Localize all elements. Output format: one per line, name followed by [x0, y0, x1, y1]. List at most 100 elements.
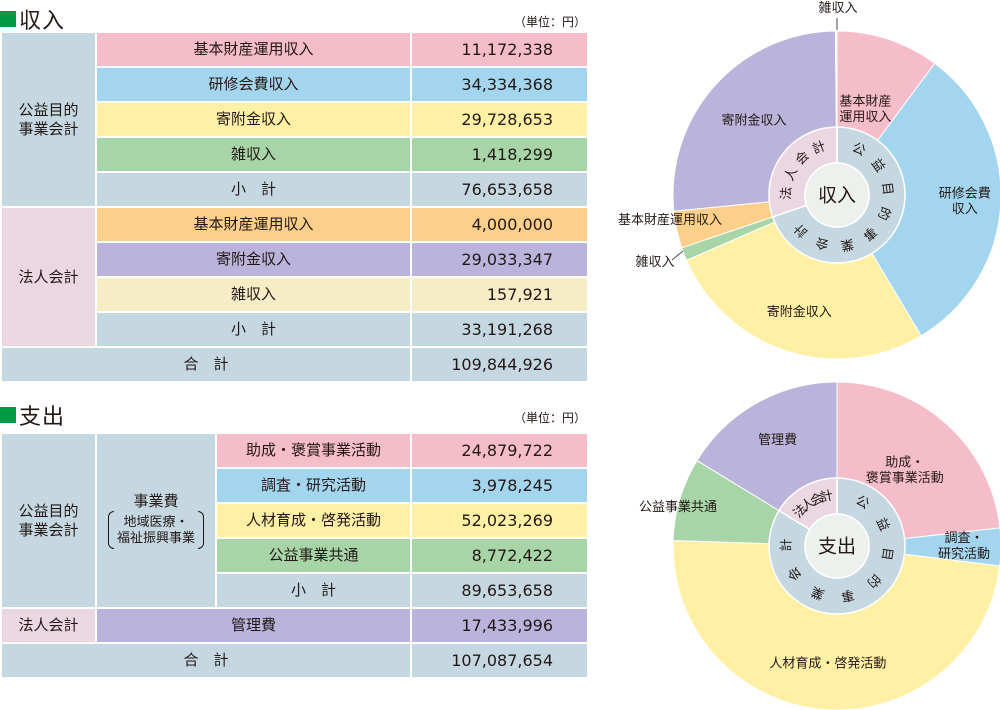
green-square-icon — [0, 407, 16, 423]
ring-label: 計 — [778, 538, 794, 551]
amount-cell: 17,433,996 — [412, 609, 587, 642]
ring-label: 目 — [878, 181, 895, 196]
category-main: 事業費 — [133, 492, 179, 511]
slice-label: 調査・研究活動 — [938, 531, 990, 562]
ring-label: 業 — [809, 583, 827, 603]
green-square-icon — [0, 11, 16, 27]
item-cell: 基本財産運用収入 — [97, 33, 410, 66]
category-paren: 地域医療・ 福祉振興事業 — [107, 511, 205, 549]
table-row: 小 計 33,191,268 — [2, 313, 587, 346]
table-row: 公益事業共通 8,772,422 — [2, 539, 587, 572]
item-cell: 研修会費収入 — [97, 68, 410, 101]
pie-hub — [804, 162, 870, 228]
item-cell: 公益事業共通 — [217, 539, 410, 572]
table-row: 法人会計 管理費 17,433,996 — [2, 609, 587, 642]
total-amount: 109,844,926 — [412, 348, 587, 381]
ring-label: 目 — [878, 546, 895, 561]
table-row: 寄附金収入 29,033,347 — [2, 243, 587, 276]
slice-label: 雑収入 — [818, 0, 857, 16]
pie-slice — [685, 194, 922, 360]
item-cell: 雑収入 — [97, 278, 410, 311]
group-corp: 法人会計 — [2, 208, 95, 346]
amount-cell: 34,334,368 — [412, 68, 587, 101]
table-row: 合 計 109,844,926 — [2, 348, 587, 381]
table-row: 小 計 76,653,658 — [2, 173, 587, 206]
income-heading: 収入 — [0, 4, 65, 34]
category-sub: 地域医療・ 福祉振興事業 — [116, 515, 195, 547]
item-cell: 人材育成・啓発活動 — [217, 504, 410, 537]
pie-slice — [672, 540, 1000, 710]
pie-hub — [804, 513, 870, 579]
amount-cell: 24,879,722 — [412, 434, 587, 467]
subtotal-label: 小 計 — [217, 574, 410, 607]
income-pie-chart: 基本財産運用収入研修会費収入寄附金収入雑収入基本財産運用収入寄附金収入雑収入公益… — [618, 0, 1000, 360]
subtotal-amount: 33,191,268 — [412, 313, 587, 346]
ring-label: 法 — [779, 186, 794, 200]
total-label: 合 計 — [2, 348, 410, 381]
item-cell: 基本財産運用収入 — [97, 208, 410, 241]
slice-label: 基本財産運用収入 — [618, 212, 722, 228]
ring-label: 計 — [810, 138, 828, 158]
table-row: 公益目的 事業会計 事業費 地域医療・ 福祉振興事業 助成・褒賞事業活動 24,… — [2, 434, 587, 607]
income-table: 公益目的 事業会計 基本財産運用収入 11,172,338 研修会費収入 34,… — [0, 31, 589, 383]
ring-label: 的 — [874, 204, 894, 222]
ring-label: 人 — [782, 165, 801, 183]
subtotal-amount: 89,653,658 — [412, 574, 587, 607]
slice-label: 基本財産運用収入 — [839, 93, 891, 125]
item-cell: 雑収入 — [97, 138, 410, 171]
slice-label: 人材育成・啓発活動 — [769, 655, 886, 671]
amount-cell: 1,418,299 — [412, 138, 587, 171]
amount-cell: 29,728,653 — [412, 103, 587, 136]
item-cell: 寄附金収入 — [97, 103, 410, 136]
item-cell: 寄附金収入 — [97, 243, 410, 276]
amount-cell: 4,000,000 — [412, 208, 587, 241]
ring-label: 公 — [850, 140, 868, 159]
table-row: 人材育成・啓発活動 52,023,269 — [2, 504, 587, 537]
expense-title: 支出 — [19, 405, 66, 430]
expense-pie-chart: 助成・褒賞事業活動調査・研究活動人材育成・啓発活動公益事業共通管理費公益目的事業… — [639, 381, 1000, 710]
table-row: 雑収入 1,418,299 — [2, 138, 587, 171]
total-amount: 107,087,654 — [412, 644, 587, 677]
group-corp: 法人会計 — [2, 609, 95, 642]
ring-label: 会 — [814, 234, 831, 252]
total-label: 合 計 — [2, 644, 410, 677]
slice-label: 雑収入 — [635, 254, 674, 270]
group-public: 公益目的 事業会計 — [2, 33, 95, 206]
table-row: 寄附金収入 29,728,653 — [2, 103, 587, 136]
item-cell: 管理費 — [97, 609, 410, 642]
pie-slice — [836, 62, 1000, 337]
ring-label: 事 — [840, 586, 856, 603]
item-cell: 助成・褒賞事業活動 — [217, 434, 410, 467]
leader-line — [671, 250, 684, 261]
table-row: 調査・研究活動 3,978,245 — [2, 469, 587, 502]
income-title: 収入 — [19, 9, 66, 34]
table-row: 公益目的 事業会計 基本財産運用収入 11,172,338 — [2, 33, 587, 206]
amount-cell: 3,978,245 — [412, 469, 587, 502]
subtotal-amount: 76,653,658 — [412, 173, 587, 206]
pie-center-label: 支出 — [818, 536, 856, 558]
table-row: 合 計 107,087,654 — [2, 644, 587, 677]
table-row: 小 計 89,653,658 — [2, 574, 587, 607]
slice-label: 寄附金収入 — [721, 112, 786, 128]
slice-label: 公益事業共通 — [639, 499, 717, 515]
group-label: 公益目的 事業会計 — [18, 100, 79, 138]
amount-cell: 29,033,347 — [412, 243, 587, 276]
expense-table: 公益目的 事業会計 事業費 地域医療・ 福祉振興事業 助成・褒賞事業活動 24,… — [0, 432, 589, 679]
slice-label: 助成・褒賞事業活動 — [866, 455, 944, 486]
group-label: 公益目的 事業会計 — [18, 501, 79, 539]
income-unit: （単位：円） — [514, 15, 587, 29]
subtotal-label: 小 計 — [97, 173, 410, 206]
ring-label: 業 — [839, 235, 855, 253]
table-row: 雑収入 157,921 — [2, 278, 587, 311]
ring-label: 会 — [808, 491, 826, 510]
slice-label: 管理費 — [758, 433, 797, 448]
group-public: 公益目的 事業会計 — [2, 434, 95, 607]
table-row: 法人会計 基本財産運用収入 4,000,000 — [2, 208, 587, 346]
table-row: 研修会費収入 34,334,368 — [2, 68, 587, 101]
category-cell: 事業費 地域医療・ 福祉振興事業 — [97, 434, 215, 607]
subtotal-label: 小 計 — [97, 313, 410, 346]
amount-cell: 8,772,422 — [412, 539, 587, 572]
expense-unit: （単位：円） — [514, 411, 587, 425]
amount-cell: 157,921 — [412, 278, 587, 311]
